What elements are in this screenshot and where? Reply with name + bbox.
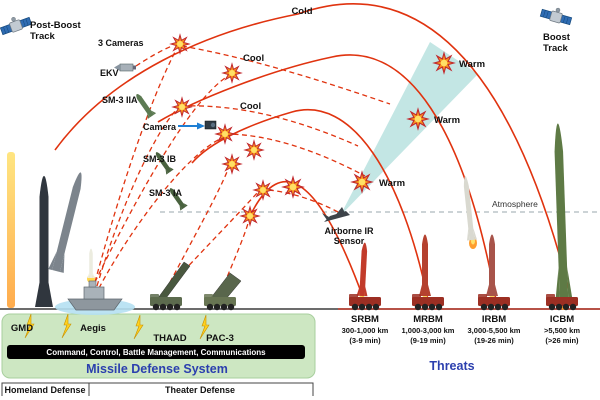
srbm-missile — [356, 242, 371, 297]
mrbm-range: 1,000-3,000 km — [402, 326, 455, 335]
camera-label: Camera — [143, 122, 177, 132]
phase-warm-high-label: Warm — [459, 59, 485, 70]
warhead-burst-icon — [172, 97, 192, 117]
post-boost-track-label-2: Track — [30, 31, 56, 42]
phase-cold-label: Cold — [291, 6, 312, 17]
warhead-burst-icon — [222, 63, 242, 83]
aegis-label: Aegis — [80, 323, 106, 334]
phase-cool-upper-label: Cool — [243, 53, 264, 64]
warhead-burst-icon — [240, 206, 260, 226]
srbm-time: (3-9 min) — [349, 336, 381, 345]
ekv-label: EKV — [100, 68, 119, 78]
homeland-defense-label: Homeland Defense — [4, 385, 85, 395]
ekv-icon — [114, 63, 136, 72]
boost-satellite-icon — [539, 3, 574, 27]
icbm-range: >5,500 km — [544, 326, 580, 335]
irbm-name: IRBM — [482, 314, 506, 325]
camera-icon — [204, 120, 217, 130]
warhead-burst-icon — [244, 140, 264, 160]
pac3-launcher — [204, 272, 242, 311]
camera-pointer — [178, 120, 217, 130]
srbm-truck — [349, 294, 381, 311]
post-boost-track-label-1: Post-Boost — [30, 20, 82, 31]
airborne-sensor-plane-icon — [322, 207, 350, 222]
aegis-ship — [55, 248, 135, 315]
theater-defense-label: Theater Defense — [165, 385, 235, 395]
gmd-launch-flare — [7, 152, 15, 308]
c2bmc-label: Command, Control, Battle Management, Com… — [46, 348, 266, 357]
mrbm-missile — [419, 234, 431, 296]
irbm-range: 3,000-5,500 km — [468, 326, 521, 335]
warhead-burst-icon — [282, 176, 304, 198]
airborne-sensor-label-2: Sensor — [334, 236, 365, 246]
warhead-burst-icon — [433, 52, 455, 74]
boost-track-label-2: Track — [543, 43, 569, 54]
warhead-burst-icon — [215, 124, 235, 144]
thaad-label: THAAD — [153, 333, 186, 344]
thaad-launcher — [150, 261, 191, 311]
sm3-ia-label: SM-3 IA — [149, 188, 183, 198]
srbm-range: 300-1,000 km — [342, 326, 389, 335]
missile-defense-system-title: Missile Defense System — [86, 362, 228, 376]
warhead-burst-icon — [170, 34, 190, 54]
phase-warm-low-label: Warm — [379, 178, 405, 189]
threat-vehicles — [349, 123, 578, 311]
post-boost-satellite-icon — [0, 11, 33, 37]
warhead-burst-icon — [351, 171, 373, 193]
warhead-burst-icon — [253, 180, 273, 200]
irbm-missile — [486, 234, 498, 296]
pac3-label: PAC-3 — [206, 333, 234, 344]
ir-sensor-cone — [340, 42, 478, 216]
phase-cool-lower-label: Cool — [240, 101, 261, 112]
three-cameras-label: 3 Cameras — [98, 38, 144, 48]
phase-warm-mid-label: Warm — [434, 115, 460, 126]
mrbm-time: (9-19 min) — [410, 336, 446, 345]
threats-title: Threats — [429, 359, 474, 373]
mrbm-name: MRBM — [413, 314, 443, 325]
srbm-name: SRBM — [351, 314, 379, 325]
warhead-burst-icon — [222, 154, 242, 174]
icbm-time: (>26 min) — [545, 336, 579, 345]
trajectory-icbm — [54, 3, 573, 303]
atmosphere-label: Atmosphere — [492, 199, 538, 209]
irbm-time: (19-26 min) — [474, 336, 514, 345]
c2bmc-bar — [7, 345, 305, 359]
warhead-burst-icon — [407, 108, 429, 130]
sm3-iia-label: SM-3 IIA — [102, 95, 138, 105]
gmd-interceptor-missile — [35, 175, 53, 307]
bottom-bracket — [1, 382, 314, 396]
sm3-ib-label: SM-3 IB — [143, 154, 177, 164]
icbm-name: ICBM — [550, 314, 574, 325]
gmd-flying-interceptor — [48, 170, 89, 273]
gmd-label: GMD — [11, 323, 33, 334]
boost-track-label-1: Boost — [543, 32, 571, 43]
airborne-sensor-label-1: Airborne IR — [324, 226, 374, 236]
trajectory-mrbm — [191, 109, 429, 301]
